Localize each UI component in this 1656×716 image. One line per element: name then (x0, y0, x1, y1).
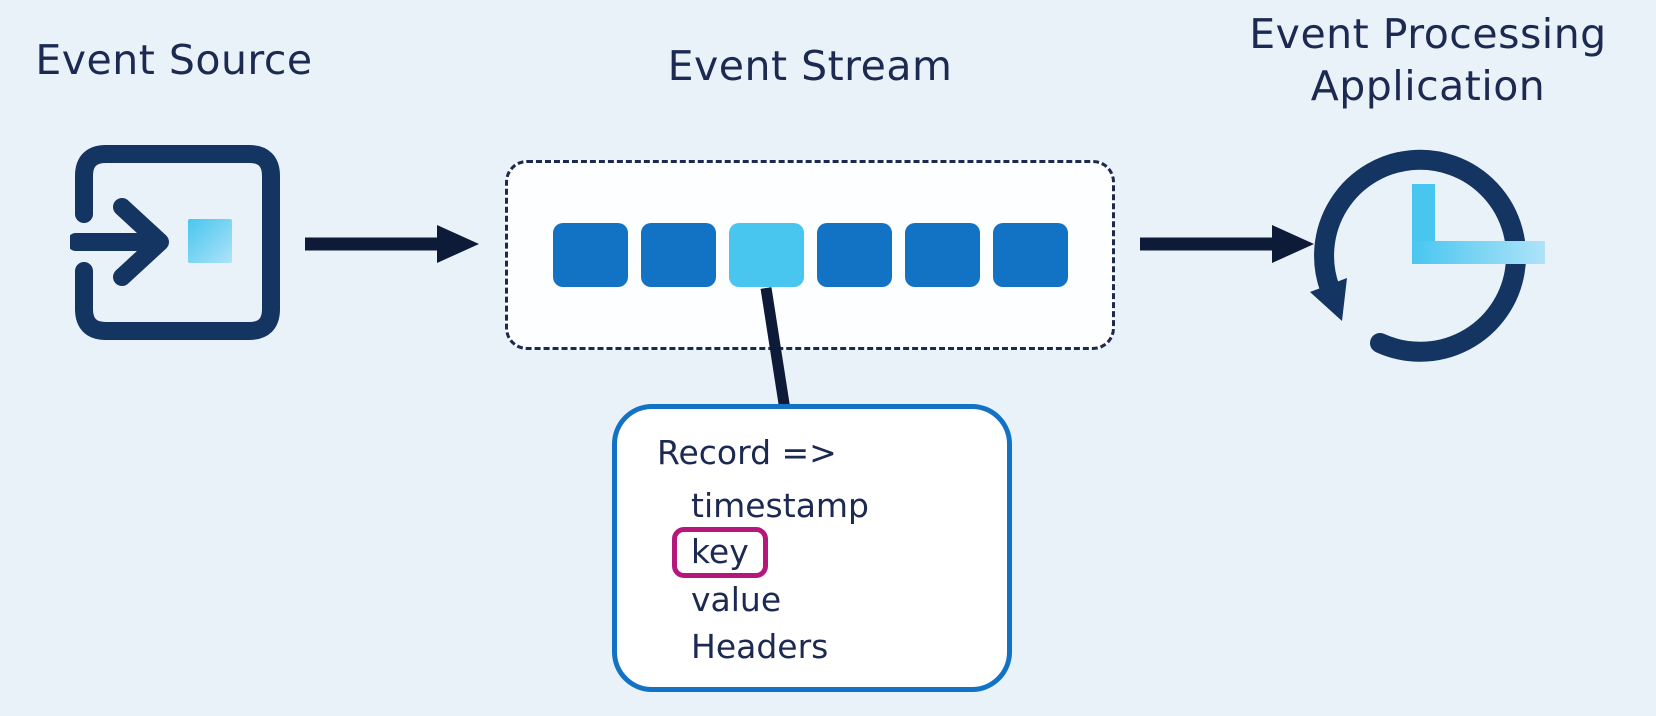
record-callout-title: Record => (657, 433, 837, 472)
record-field-headers: Headers (691, 627, 829, 666)
record-field-row: Headers (691, 623, 977, 670)
record-field-row: timestamp (691, 482, 977, 529)
record-field-timestamp: timestamp (691, 486, 870, 525)
record-field-value: value (691, 580, 782, 619)
record-field-row: key (672, 527, 977, 578)
import-arrow-icon (70, 145, 280, 340)
event-processing-title-line2: Application (1310, 62, 1546, 110)
history-clock-icon (1310, 149, 1545, 362)
record-field-key: key (672, 527, 768, 578)
right-arrow-icon (305, 225, 479, 263)
stream-block-blue (992, 223, 1068, 287)
stream-block-cyan (728, 223, 804, 287)
event-stream-box (505, 160, 1115, 350)
stream-block-blue (904, 223, 980, 287)
record-connector-line (760, 287, 791, 411)
stream-block-blue (640, 223, 716, 287)
event-processing-title-line1: Event Processing (1249, 10, 1607, 58)
event-processing-title: Event Processing Application (1218, 8, 1638, 112)
event-source-title: Event Source (35, 36, 313, 84)
right-arrow-icon (1140, 225, 1314, 263)
stream-block-blue (816, 223, 892, 287)
stream-block-blue (552, 223, 628, 287)
record-field-row: value (691, 576, 977, 623)
event-stream-title: Event Stream (667, 42, 953, 90)
